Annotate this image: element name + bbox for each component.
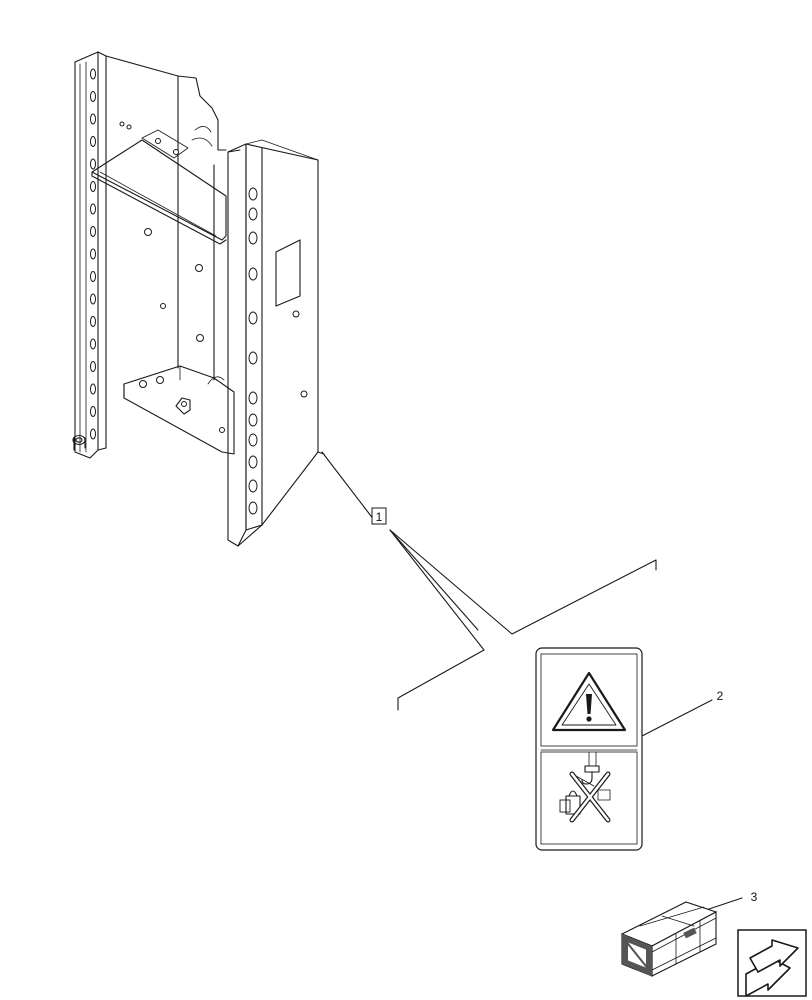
- rail-slot: [90, 226, 96, 237]
- rail-slot: [90, 248, 96, 260]
- upright-hole: [248, 311, 258, 325]
- warning-triangle-icon: [551, 671, 627, 732]
- left-guide-rail: [74, 51, 107, 459]
- drawbar-frame-assembly: [72, 51, 325, 547]
- locking-pin: [72, 434, 86, 451]
- upright-holes: [248, 187, 258, 515]
- upright-hole: [248, 433, 258, 447]
- rail-slot: [90, 203, 96, 215]
- rail-slot: [90, 428, 96, 440]
- upright-hole: [248, 479, 258, 493]
- rail-slot: [90, 406, 96, 417]
- bottom-base-plate: [123, 365, 235, 455]
- rail-slot: [90, 158, 96, 170]
- upright-hole: [248, 207, 258, 221]
- upright-hole: [248, 187, 258, 201]
- upright-hole: [248, 413, 258, 427]
- rail-slot: [90, 181, 96, 192]
- safety-decal: [535, 647, 643, 851]
- rail-slot: [90, 316, 96, 327]
- upright-hole: [248, 351, 258, 365]
- callout-3[interactable]: 3: [751, 890, 758, 904]
- no-lifting-hook-icon: [559, 751, 611, 823]
- upright-hole: [248, 501, 258, 515]
- arrow-next-icon: [745, 939, 799, 997]
- callout-1[interactable]: 1: [371, 507, 387, 525]
- upright-hole: [248, 267, 258, 281]
- top-shelf-plate: [91, 129, 227, 245]
- rail-slot: [90, 113, 96, 125]
- upright-hole: [248, 455, 258, 469]
- rail-slot: [90, 91, 96, 102]
- front-upright: [227, 139, 325, 547]
- rail-slot: [90, 361, 96, 372]
- rail-slot: [90, 293, 96, 305]
- upright-hole: [248, 391, 258, 405]
- rail-slot: [90, 383, 96, 395]
- back-plate: [105, 55, 227, 381]
- rail-slot: [90, 136, 96, 147]
- rail-slot: [90, 338, 96, 350]
- callout-3-label: 3: [751, 890, 758, 904]
- callout-1-label: 1: [376, 510, 383, 524]
- left-rail-slots: [90, 68, 96, 440]
- upright-hole: [248, 231, 258, 245]
- next-page-button[interactable]: [737, 929, 807, 997]
- rail-slot: [90, 271, 96, 282]
- callout-2[interactable]: 2: [717, 689, 724, 703]
- shipping-crate: [620, 901, 718, 977]
- rail-slot: [90, 68, 96, 80]
- callout-2-label: 2: [717, 689, 724, 703]
